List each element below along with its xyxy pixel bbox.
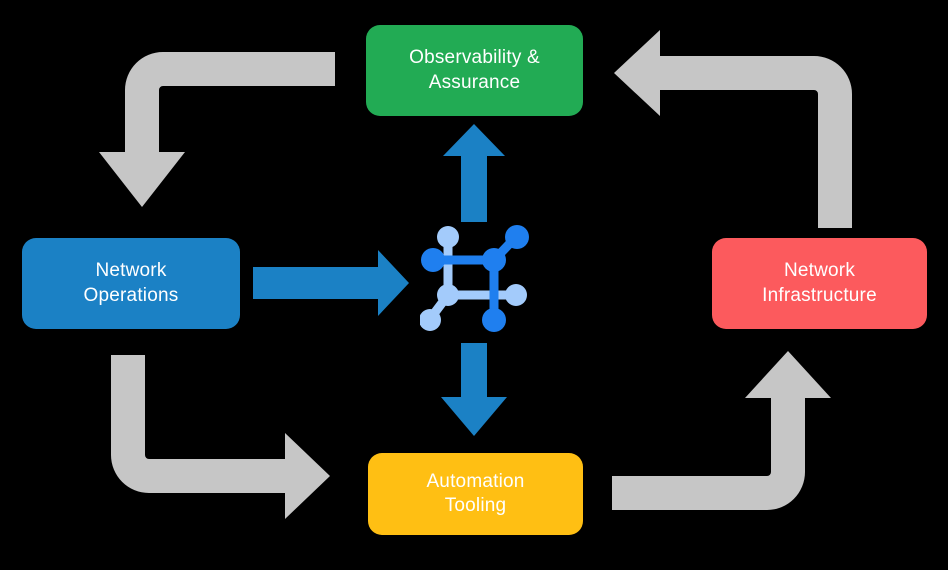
- connector-operations-to-center: [253, 250, 409, 316]
- connector-infrastructure-to-observability: [614, 30, 852, 228]
- connector-observability-to-operations: [99, 52, 335, 207]
- node-observability-assurance[interactable]: Observability & Assurance: [366, 25, 583, 116]
- connector-automation-to-infrastructure: [612, 351, 831, 510]
- connector-center-to-observability: [443, 124, 505, 222]
- network-topology-icon: [420, 225, 529, 332]
- connector-center-to-automation: [441, 343, 507, 436]
- connector-operations-to-automation: [111, 355, 330, 519]
- node-network-operations[interactable]: Network Operations: [22, 238, 240, 329]
- node-network-infrastructure[interactable]: Network Infrastructure: [712, 238, 927, 329]
- node-automation-tooling[interactable]: Automation Tooling: [368, 453, 583, 535]
